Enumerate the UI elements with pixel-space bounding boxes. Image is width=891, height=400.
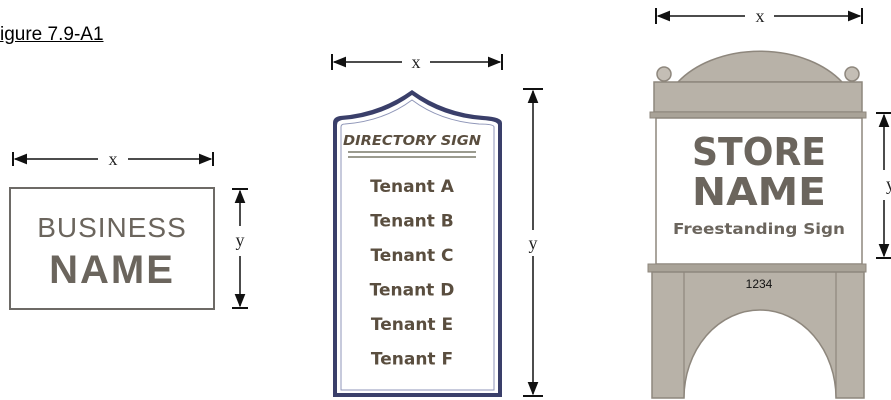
store-line1: STORE: [692, 130, 826, 174]
tenant-entry: Tenant A: [370, 177, 455, 197]
store-sign-panel: [655, 117, 863, 265]
tenant-entry: Tenant B: [370, 212, 454, 232]
business-sign-line2: NAME: [49, 248, 175, 292]
freestanding-height-dimension: y: [876, 112, 891, 259]
right-finial: [844, 66, 860, 82]
business-sign-panel: [9, 187, 215, 310]
business-width-dimension: x: [12, 149, 214, 169]
freestanding-width-dimension: x: [655, 6, 863, 26]
directory-height-label: y: [529, 233, 538, 253]
business-height-label: y: [236, 230, 245, 250]
directory-sign-face: [337, 95, 498, 393]
directory-heading: DIRECTORY SIGN: [343, 133, 482, 149]
tenant-entry: Tenant C: [370, 246, 453, 266]
store-line2: NAME: [692, 170, 826, 214]
left-finial: [656, 66, 672, 82]
freestanding-height-label: y: [886, 174, 891, 194]
tenant-entry: Tenant F: [371, 350, 453, 370]
directory-width-label: x: [412, 52, 421, 72]
tenant-list: Tenant A Tenant B Tenant C Tenant D Tenant E…: [370, 177, 455, 370]
freestanding-width-label: x: [756, 6, 765, 26]
tenant-entry: Tenant E: [371, 315, 453, 335]
address-number: 1234: [746, 277, 773, 291]
freestanding-sign: STORE NAME Freestanding Sign 1234: [647, 50, 867, 399]
business-sign: BUSINESS NAME: [9, 187, 215, 310]
figure-title: igure 7.9-A1: [0, 24, 104, 45]
arch-base: [651, 271, 865, 399]
business-sign-line1: BUSINESS: [37, 212, 187, 243]
tenant-entry: Tenant D: [370, 281, 455, 301]
dome: [676, 50, 844, 83]
business-height-dimension: y: [232, 188, 248, 309]
business-width-label: x: [109, 149, 118, 169]
directory-width-dimension: x: [331, 52, 503, 72]
directory-height-dimension: y: [523, 88, 543, 397]
store-line3: Freestanding Sign: [673, 220, 845, 238]
